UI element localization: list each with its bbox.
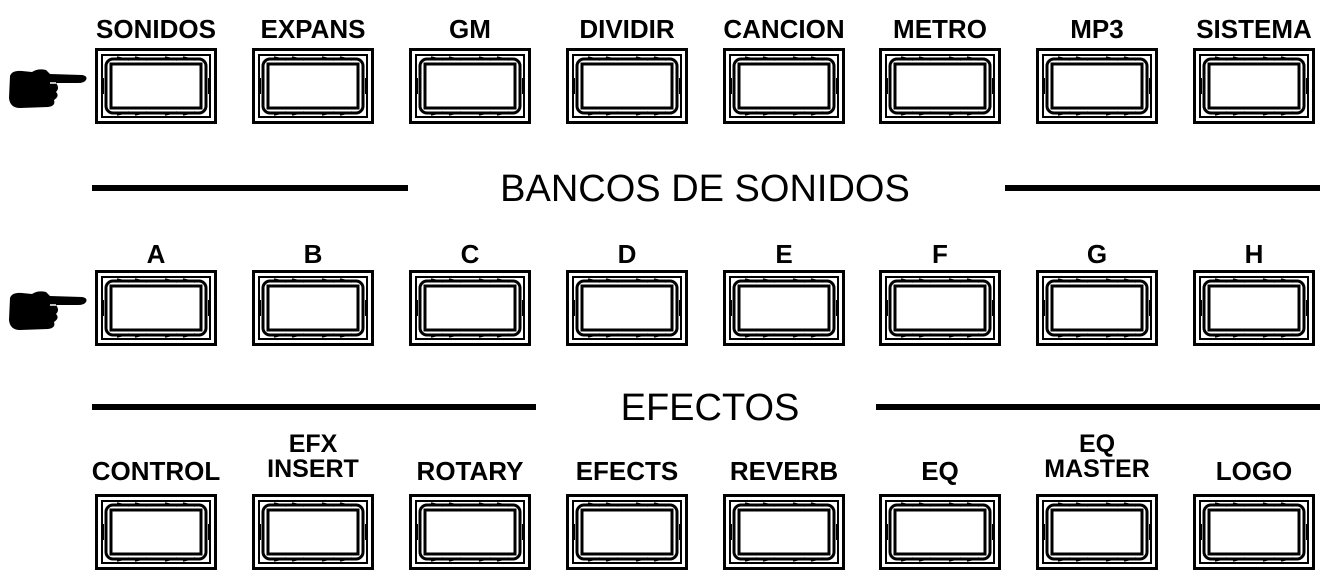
panel-button[interactable] [566,48,688,124]
panel-button[interactable] [252,494,374,570]
button-label: ROTARY [390,458,550,484]
button-label-line: F [932,239,948,269]
panel-button[interactable] [1193,270,1315,346]
button-label: CONTROL [76,458,236,484]
button-label: SISTEMA [1174,16,1334,42]
button-label: G [1017,241,1177,267]
pointing-hand-icon [6,66,88,117]
button-label: DIVIDIR [547,16,707,42]
button-label-line: EQ [921,456,959,486]
button-label-line: REVERB [729,456,839,486]
button-label-line: EQ [1078,430,1116,458]
panel-button[interactable] [95,494,217,570]
button-label: EFECTS [547,458,707,484]
panel-button[interactable] [566,270,688,346]
button-label-line: MASTER [1044,455,1150,483]
button-label-line: C [460,239,480,269]
button-label: GM [390,16,550,42]
button-label-line: E [775,239,793,269]
button-label: A [76,241,236,267]
button-label-line: LOGO [1215,456,1293,486]
panel-button[interactable] [723,270,845,346]
button-label: REVERB [704,458,864,484]
button-label-line: GM [449,14,491,44]
button-label: MP3 [1017,16,1177,42]
button-label-line: EFECTS [575,456,679,486]
panel-button[interactable] [252,270,374,346]
panel-button[interactable] [723,48,845,124]
panel-button[interactable] [1036,48,1158,124]
button-label-line: CONTROL [91,456,221,486]
button-label-line: SISTEMA [1196,14,1312,44]
panel-button[interactable] [409,48,531,124]
section-rule-left-effects [92,404,536,410]
button-label-line: H [1244,239,1264,269]
panel-button[interactable] [566,494,688,570]
panel-button[interactable] [1036,494,1158,570]
button-label: B [233,241,393,267]
button-label: SONIDOS [76,16,236,42]
panel-button[interactable] [409,270,531,346]
button-label: CANCION [704,16,864,42]
button-label-line: G [1086,239,1108,269]
section-rule-left-banks [92,185,408,191]
button-label: EQ [860,458,1020,484]
panel-button[interactable] [1193,48,1315,124]
button-label: F [860,241,1020,267]
button-label-line: METRO [893,14,987,44]
button-label: EXPANS [233,16,393,42]
panel-button[interactable] [95,270,217,346]
button-label: METRO [860,16,1020,42]
button-label-line: SONIDOS [96,14,216,44]
section-title-banks: BANCOS DE SONIDOS [500,168,910,210]
section-title-effects: EFECTOS [620,387,800,429]
panel-button[interactable] [1193,494,1315,570]
button-label-line: EXPANS [260,14,366,44]
button-label: C [390,241,550,267]
button-label-line: INSERT [267,455,359,483]
panel-button[interactable] [723,494,845,570]
button-label-line: CANCION [723,14,845,44]
panel-button[interactable] [879,494,1001,570]
button-label-line: D [617,239,637,269]
panel-button[interactable] [879,48,1001,124]
panel-button[interactable] [1036,270,1158,346]
button-label: D [547,241,707,267]
button-label-line: ROTARY [416,456,524,486]
section-rule-right-banks [1005,185,1320,191]
panel-button[interactable] [252,48,374,124]
button-label: LOGO [1174,458,1334,484]
section-rule-right-effects [876,404,1320,410]
button-label-line: A [146,239,166,269]
pointing-hand-icon [6,288,88,339]
button-label: H [1174,241,1334,267]
button-label-line: DIVIDIR [579,14,675,44]
panel-button[interactable] [879,270,1001,346]
panel-button[interactable] [409,494,531,570]
button-label-line: EFX [288,430,338,458]
panel-button[interactable] [95,48,217,124]
button-label-line: B [303,239,323,269]
button-label: E [704,241,864,267]
button-label-line: MP3 [1070,14,1124,44]
